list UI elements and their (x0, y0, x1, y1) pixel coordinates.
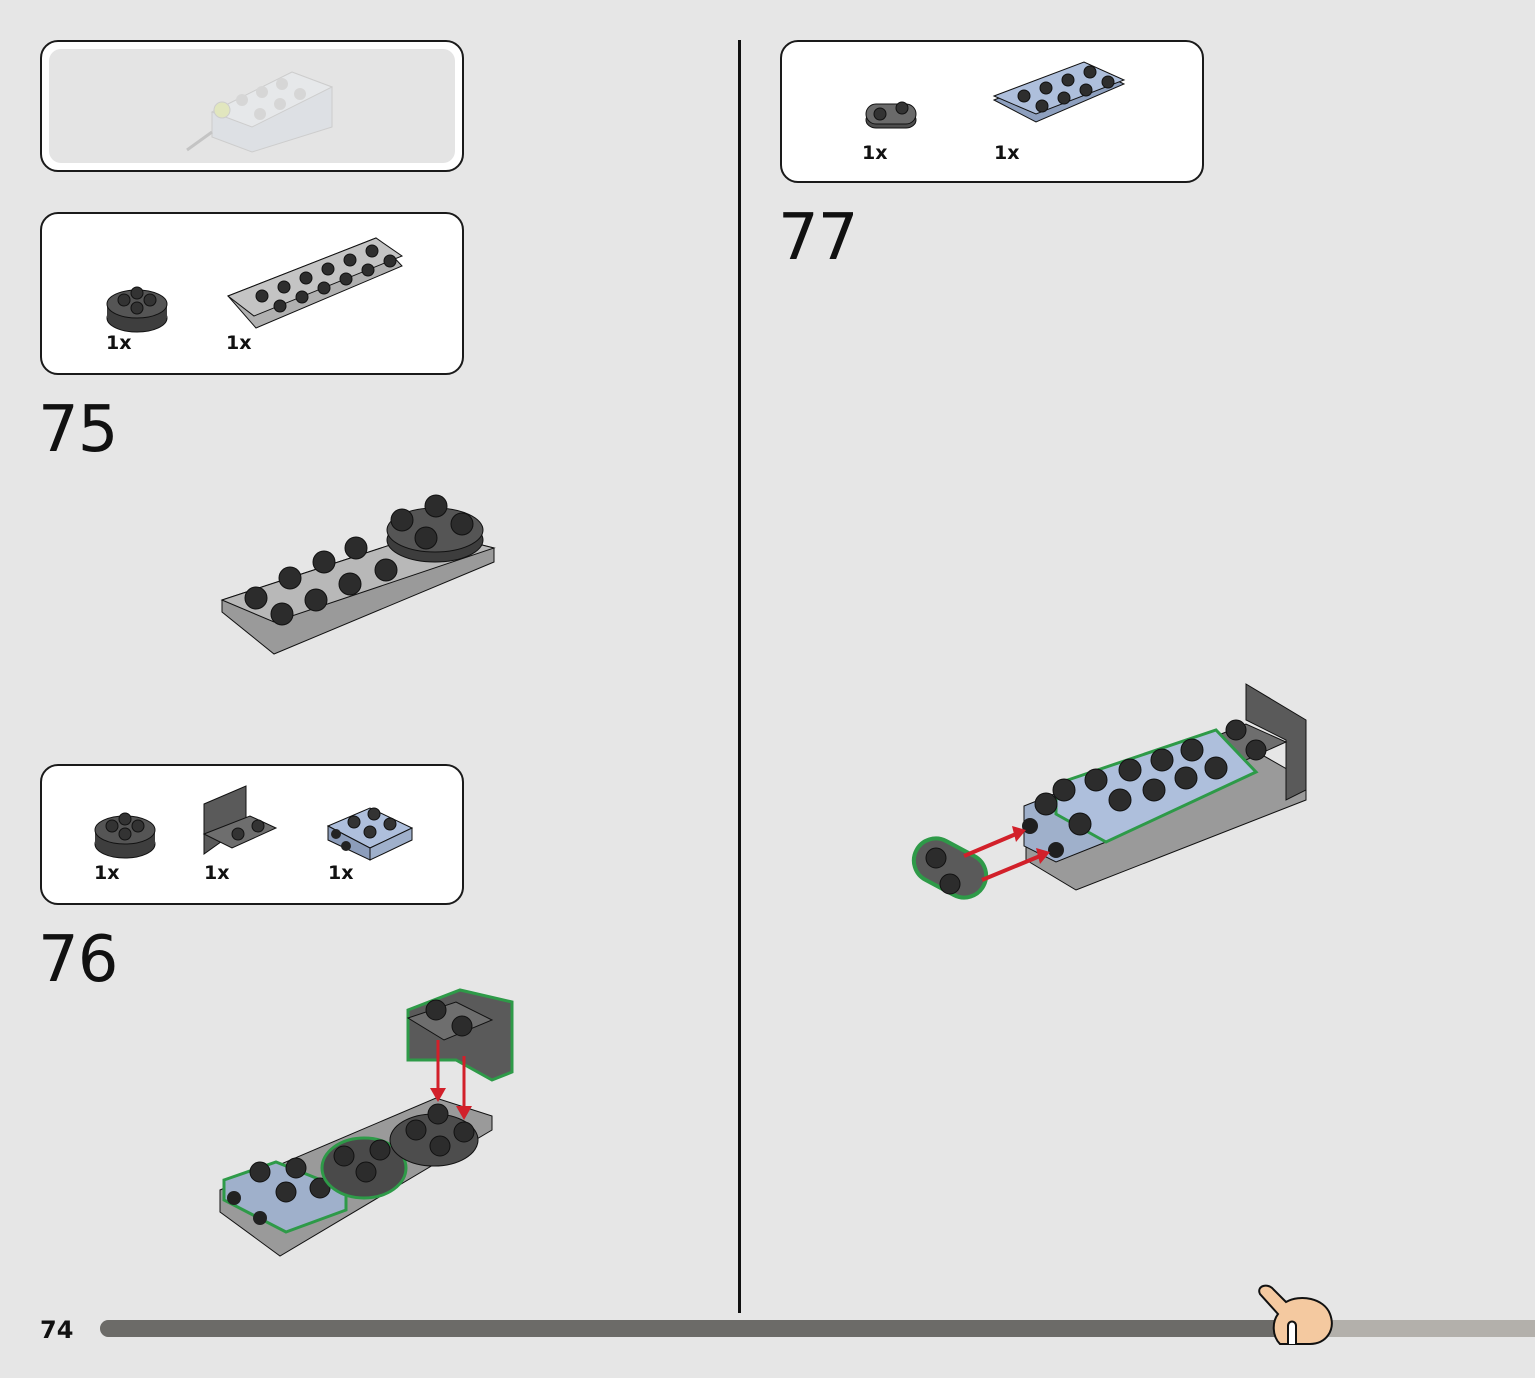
round-turntable-plate-icon (106, 286, 168, 333)
step-75-assembly-icon (220, 494, 496, 655)
progress-bar-fill (100, 1320, 1292, 1337)
part-qty: 1x (226, 332, 252, 354)
page-divider (738, 40, 741, 1313)
assembly-preview-box (40, 40, 464, 172)
page-number: 74 (40, 1316, 74, 1344)
step-77-parts-box: 1x 1x (780, 40, 1204, 183)
step-number: 75 (38, 393, 118, 467)
part-qty: 1x (94, 862, 120, 884)
step-76-assembly-icon (219, 988, 514, 1257)
assembly-preview-icon (186, 71, 334, 153)
step-number: 77 (778, 201, 858, 275)
part-qty: 1x (862, 142, 888, 164)
bracket-plate-icon (202, 785, 278, 855)
part-qty: 1x (106, 332, 132, 354)
brick-with-studs-side-icon (326, 807, 414, 861)
step-76-parts-box: 1x 1x 1x (40, 764, 464, 905)
part-qty: 1x (328, 862, 354, 884)
plate-2x6-icon (226, 237, 404, 329)
part-qty: 1x (204, 862, 230, 884)
plate-2x4-icon (992, 61, 1126, 123)
round-turntable-plate-icon (94, 812, 156, 859)
hand-pointer-icon (1258, 1284, 1333, 1345)
step-75-parts-box: 1x 1x (40, 212, 464, 375)
part-qty: 1x (994, 142, 1020, 164)
plate-1x2-round-icon (865, 101, 917, 129)
progress-bar (100, 1320, 1535, 1337)
step-number: 76 (38, 923, 118, 997)
step-77-assembly-icon (911, 683, 1307, 900)
